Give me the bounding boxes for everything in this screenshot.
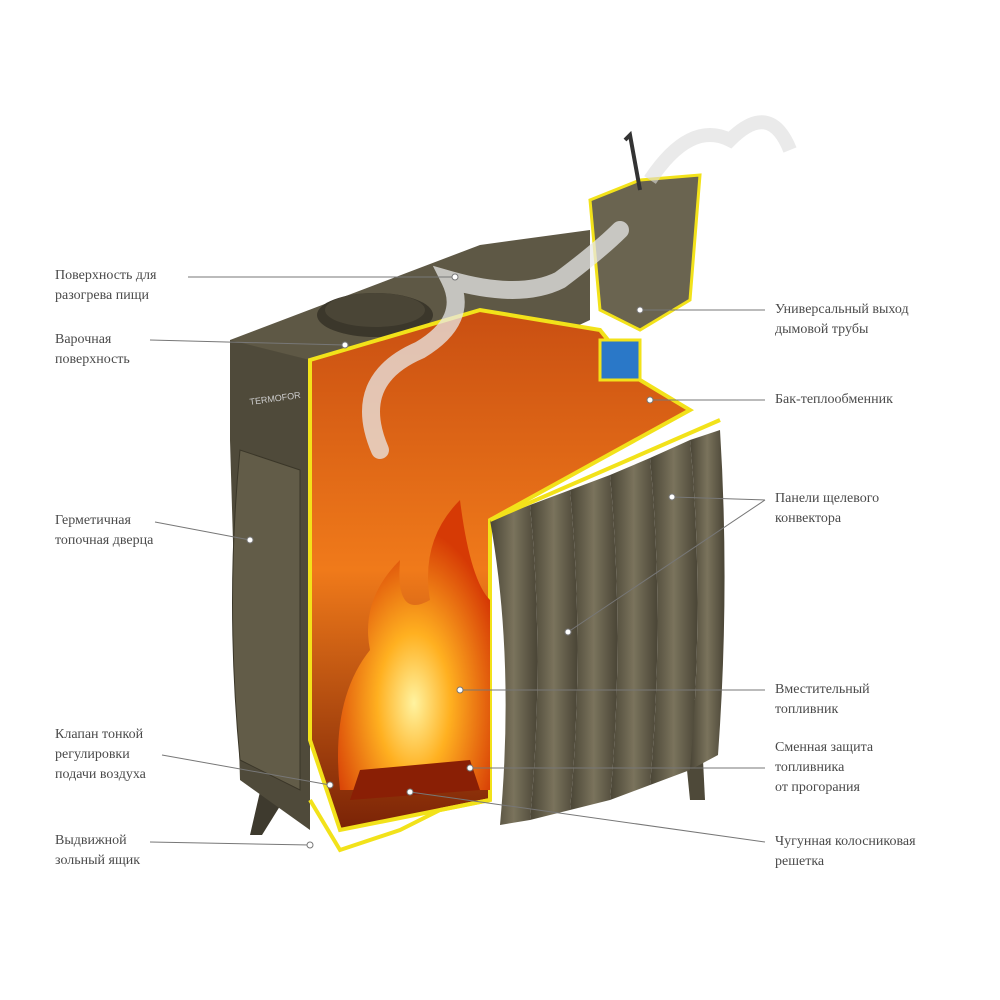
label-line: Выдвижной — [55, 833, 127, 848]
label-line: зольный ящик — [55, 853, 141, 868]
label-line: Клапан тонкой — [55, 727, 144, 742]
label-line: Бак-теплообменник — [775, 392, 893, 407]
heat-exchanger-tank — [598, 338, 642, 382]
label-chimney-outlet: Универсальный выход дымовой трубы — [775, 300, 909, 340]
door — [232, 449, 301, 791]
label-food-warming-surface: Поверхность для разогрева пищи — [55, 266, 156, 306]
label-heat-exchanger: Бак-теплообменник — [775, 390, 893, 410]
label-line: Сменная защита — [775, 740, 874, 755]
label-line: Поверхность для — [55, 268, 157, 283]
label-line: конвектора — [775, 511, 842, 526]
label-line: дымовой трубы — [775, 322, 869, 337]
label-line: Чугунная колосниковая — [775, 834, 916, 849]
label-line: топливника — [775, 760, 845, 775]
label-line: топливник — [775, 702, 839, 717]
smoke — [362, 221, 629, 459]
label-convector-panels: Панели щелевого конвектора — [775, 489, 879, 529]
label-firebox: Вместительный топливник — [775, 680, 870, 720]
label-line: Панели щелевого — [775, 491, 880, 506]
label-line: поверхность — [55, 352, 130, 367]
label-line: подачи воздуха — [55, 767, 146, 782]
leader-lines — [149, 273, 766, 849]
chimney-handle — [623, 130, 642, 191]
label-air-valve: Клапан тонкой регулировки подачи воздуха — [55, 725, 146, 785]
label-cooking-surface: Варочная поверхность — [55, 330, 130, 370]
label-line: топочная дверца — [55, 533, 154, 548]
label-line: от прогорания — [775, 780, 860, 795]
label-line: регулировки — [55, 747, 130, 762]
label-line: разогрева пищи — [55, 288, 150, 303]
label-firebox-protection: Сменная защита топливника от прогорания — [775, 738, 873, 798]
label-grate: Чугунная колосниковая решетка — [775, 832, 916, 872]
convector-panels — [489, 418, 725, 825]
flames — [338, 500, 490, 790]
label-line: Герметичная — [55, 513, 131, 528]
label-line: Варочная — [55, 332, 112, 347]
label-sealed-door: Герметичная топочная дверца — [55, 511, 153, 551]
label-ash-drawer: Выдвижной зольный ящик — [55, 831, 140, 871]
label-line: решетка — [775, 854, 825, 869]
label-line: Вместительный — [775, 682, 870, 697]
label-line: Универсальный выход — [775, 302, 909, 317]
ash-drawer — [308, 798, 491, 853]
